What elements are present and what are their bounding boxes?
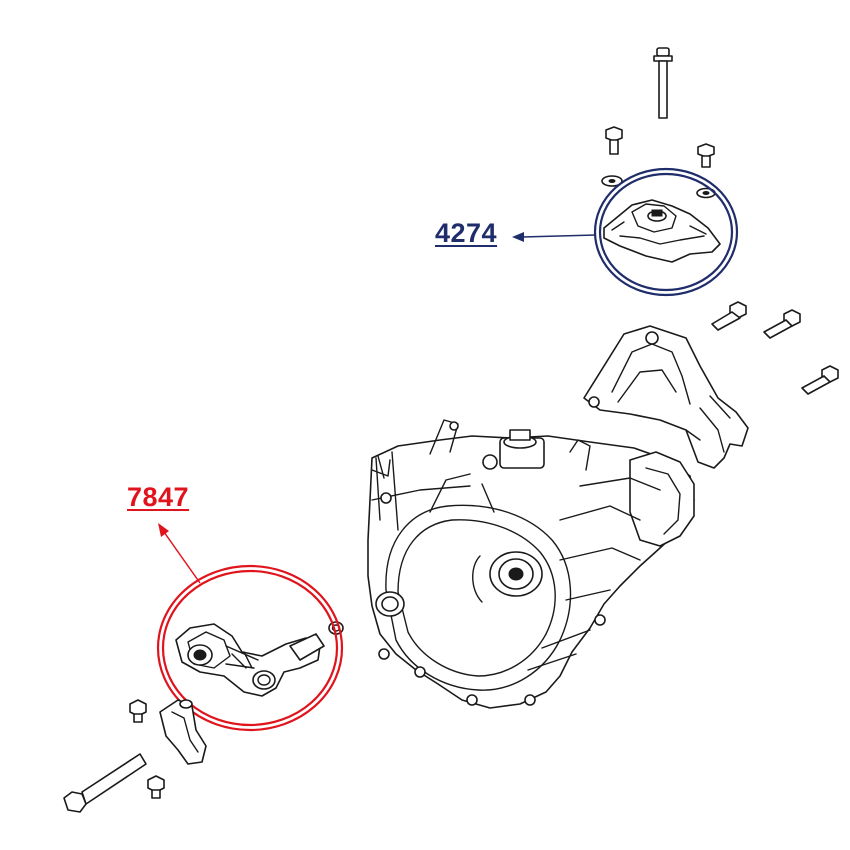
callout-4274: 4274 [435, 218, 498, 248]
bolt-lower-small-1 [129, 699, 147, 723]
bolt-right-3 [801, 365, 839, 395]
small-bolt-top-left [605, 126, 623, 155]
mounting-bracket [583, 325, 749, 469]
upper-highlight-circle [593, 167, 739, 297]
transmission-housing [367, 419, 695, 709]
callout-7847: 7847 [127, 482, 190, 512]
upper-mount-part [603, 199, 721, 263]
lower-highlight-circle [156, 564, 344, 732]
lower-bracket [159, 699, 207, 765]
long-top-bolt [653, 47, 673, 119]
lower-leader-arrow [158, 523, 201, 584]
upper-leader-arrow [512, 232, 597, 242]
bolt-right-2 [763, 309, 801, 339]
long-lower-bolt [63, 753, 147, 813]
bolt-right-1 [711, 301, 747, 331]
small-bolt-top-right [697, 143, 715, 168]
washer-left [601, 175, 623, 187]
lower-mount-part [175, 621, 344, 697]
bolt-lower-small-2 [147, 775, 165, 799]
